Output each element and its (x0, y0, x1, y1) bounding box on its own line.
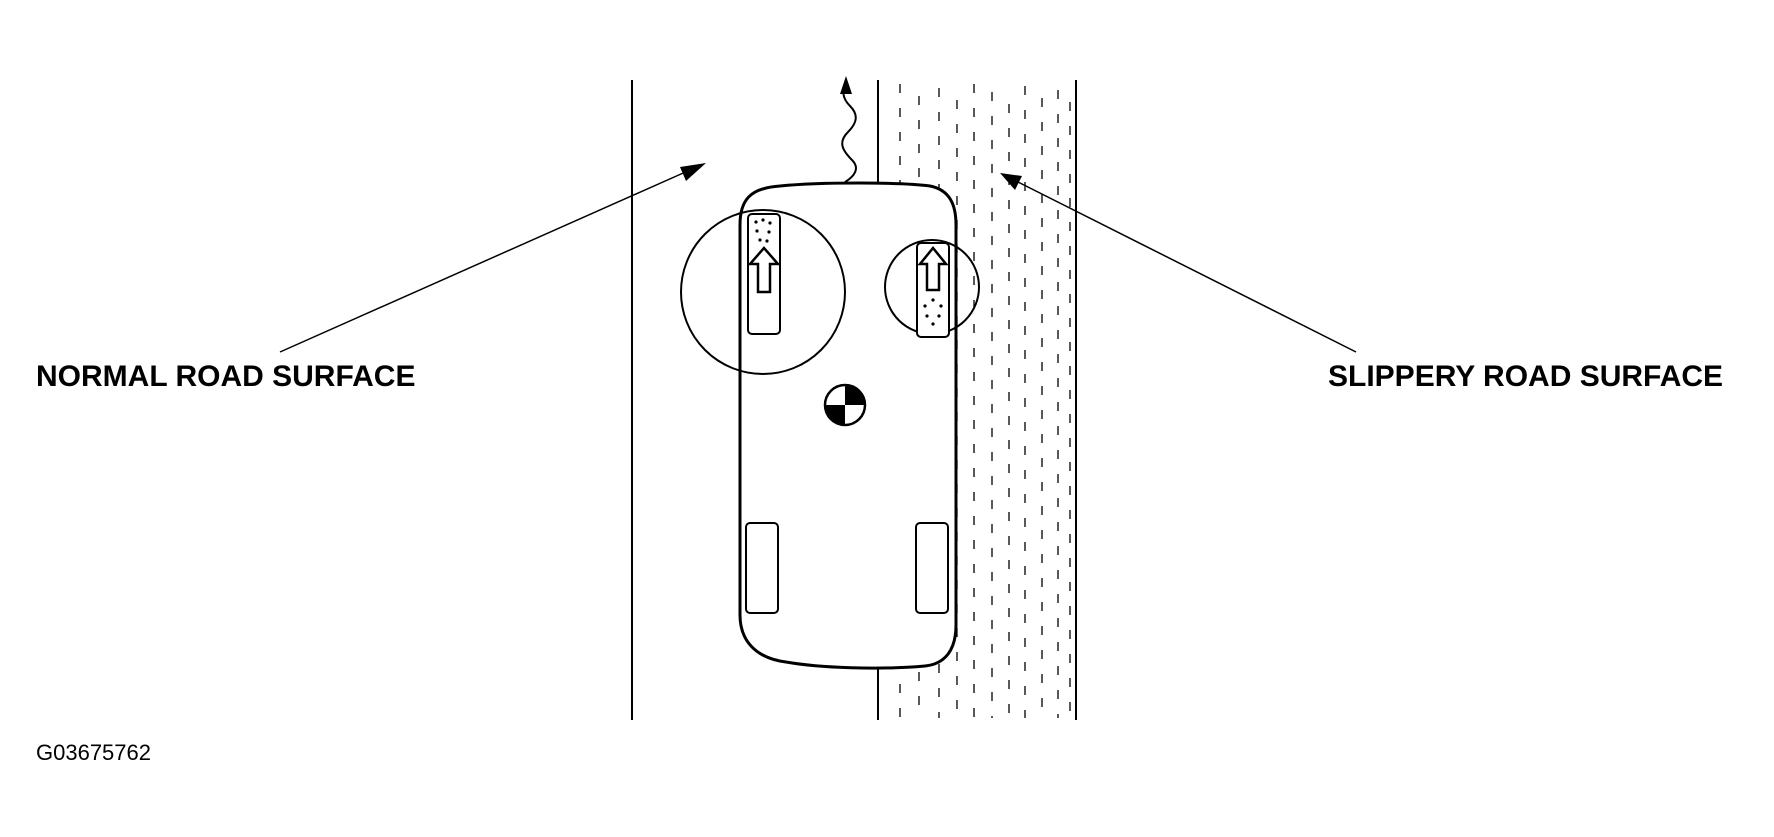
rear-left-wheel (745, 522, 779, 614)
center-of-gravity-icon (823, 383, 867, 427)
arrow-up-icon (840, 76, 852, 94)
normal-surface-leader-line (279, 169, 691, 353)
front-left-wheel-highlight (680, 209, 846, 375)
slippery-road-surface-label: SLIPPERY ROAD SURFACE (1328, 360, 1724, 393)
front-left-dots (754, 218, 772, 243)
slippery-surface-leader-line (1017, 181, 1357, 353)
slippery-surface-leader-arrowhead (1000, 173, 1022, 190)
travel-direction-wavy-arrow (841, 83, 857, 183)
normal-road-surface-label: NORMAL ROAD SURFACE (36, 360, 416, 393)
normal-surface-leader-arrowhead (680, 163, 706, 181)
front-right-dots (923, 298, 943, 326)
rear-right-wheel (915, 522, 949, 614)
arrow-up-icon (747, 246, 781, 294)
arrow-up-icon (917, 246, 949, 292)
figure-code: G03675762 (36, 740, 151, 765)
